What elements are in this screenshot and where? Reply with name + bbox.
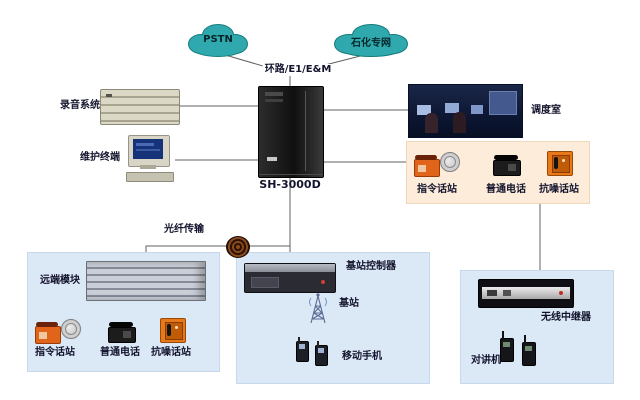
phone-handset [415, 155, 437, 160]
phone-screen [299, 344, 305, 349]
base-station-label: 基站 [339, 298, 359, 309]
rack-knob [106, 94, 112, 97]
phone-handset [167, 324, 171, 336]
phone-handset [109, 322, 133, 327]
switch-cabinet [258, 86, 324, 178]
phone-screen [318, 348, 324, 353]
antenna-tower-icon [309, 293, 327, 324]
command-phone-icon [35, 317, 81, 344]
remote-module-rack-icon [86, 261, 206, 301]
station-phone-label: 指令话站 [417, 184, 457, 195]
monitor-stand [140, 165, 156, 169]
loudspeaker-icon [440, 152, 460, 172]
mobile-phone-icon [315, 341, 328, 366]
station-phone-label: 抗噪话站 [539, 184, 579, 195]
screen-content [136, 149, 160, 151]
noiseproof-phone-icon [160, 318, 186, 343]
base-controller-label: 基站控制器 [346, 261, 396, 272]
cloud-pstn-label: PSTN [203, 34, 233, 45]
loudspeaker-icon [61, 319, 81, 339]
dispatch-room-photo [408, 84, 523, 138]
cloud-icon [188, 24, 248, 57]
maintenance-terminal-icon [124, 135, 176, 183]
remote-module-label: 远端模块 [40, 275, 80, 286]
remote-phone-label: 抗噪话站 [151, 347, 191, 358]
repeater-button [503, 290, 511, 296]
phone-antenna [317, 341, 319, 346]
radio-antenna [502, 331, 504, 339]
controller-slot [251, 277, 279, 288]
monitor-icon [128, 135, 170, 167]
monitor-screen [133, 139, 163, 159]
radio-screen [525, 346, 532, 351]
remote-phone-label: 指令话站 [35, 347, 75, 358]
recording-system-label: 录音系统 [60, 100, 100, 111]
command-phone-icon [414, 150, 460, 177]
cabinet-tag [267, 157, 277, 161]
remote-phone-label: 普通电话 [100, 347, 140, 358]
cloud-pstn: PSTN [183, 22, 253, 58]
phone-handset [494, 155, 518, 160]
recording-rack-icon [100, 89, 180, 125]
phone-dial [175, 326, 178, 329]
desk-monitor [445, 103, 459, 113]
mobile-phone-label: 移动手机 [342, 351, 382, 362]
wireless-repeater-label: 无线中继器 [541, 312, 591, 323]
phone-keypad [123, 331, 131, 338]
dispatch-room-label: 调度室 [531, 105, 561, 116]
mobile-phone-icon [296, 337, 309, 362]
fiber-label: 光纤传输 [164, 224, 204, 235]
cabinet-vent [265, 99, 283, 102]
base-controller-icon [244, 263, 336, 293]
phone-antenna [298, 337, 300, 342]
cabinet-door-edge [305, 91, 306, 171]
phone-dial [562, 159, 565, 162]
phone-body [108, 327, 136, 343]
operator-silhouette [453, 112, 466, 133]
repeater-display [487, 290, 497, 296]
intercom-label: 对讲机 [471, 355, 501, 366]
trunk-label: 环路/E1/E&M [262, 64, 334, 76]
desk-phone-icon [493, 155, 521, 176]
wireless-repeater-icon [478, 279, 574, 308]
radio-antenna [524, 335, 526, 343]
repeater-led [559, 291, 563, 295]
switch-model-label: SH-3000D [259, 178, 321, 191]
phone-handset [554, 157, 558, 169]
keyboard-icon [126, 172, 174, 182]
radio-screen [503, 342, 510, 347]
phone-keypad [39, 332, 47, 339]
fiber-coil-icon [226, 236, 250, 258]
station-phone-label: 普通电话 [486, 184, 526, 195]
desk-monitor [471, 105, 483, 114]
cabinet-vent [265, 92, 283, 96]
operator-silhouette [425, 113, 438, 133]
phone-keypad [508, 164, 516, 171]
cloud-icon [334, 24, 408, 57]
phone-keypad [418, 165, 426, 172]
desk-phone-icon [108, 322, 136, 343]
maintenance-terminal-label: 维护终端 [80, 152, 120, 163]
walkie-talkie-icon [522, 335, 536, 366]
screen-content [136, 143, 154, 146]
controller-led [321, 280, 325, 284]
cloud-private-network-label: 石化专网 [351, 38, 391, 49]
cabinet-base [259, 174, 323, 175]
phone-handset [36, 322, 58, 327]
controller-top [245, 264, 335, 272]
noiseproof-phone-icon [547, 151, 573, 176]
wall-screen [489, 91, 517, 115]
phone-body [493, 160, 521, 176]
desk-monitor [417, 105, 431, 115]
walkie-talkie-icon [500, 331, 514, 362]
cloud-private-network: 石化专网 [329, 22, 413, 58]
